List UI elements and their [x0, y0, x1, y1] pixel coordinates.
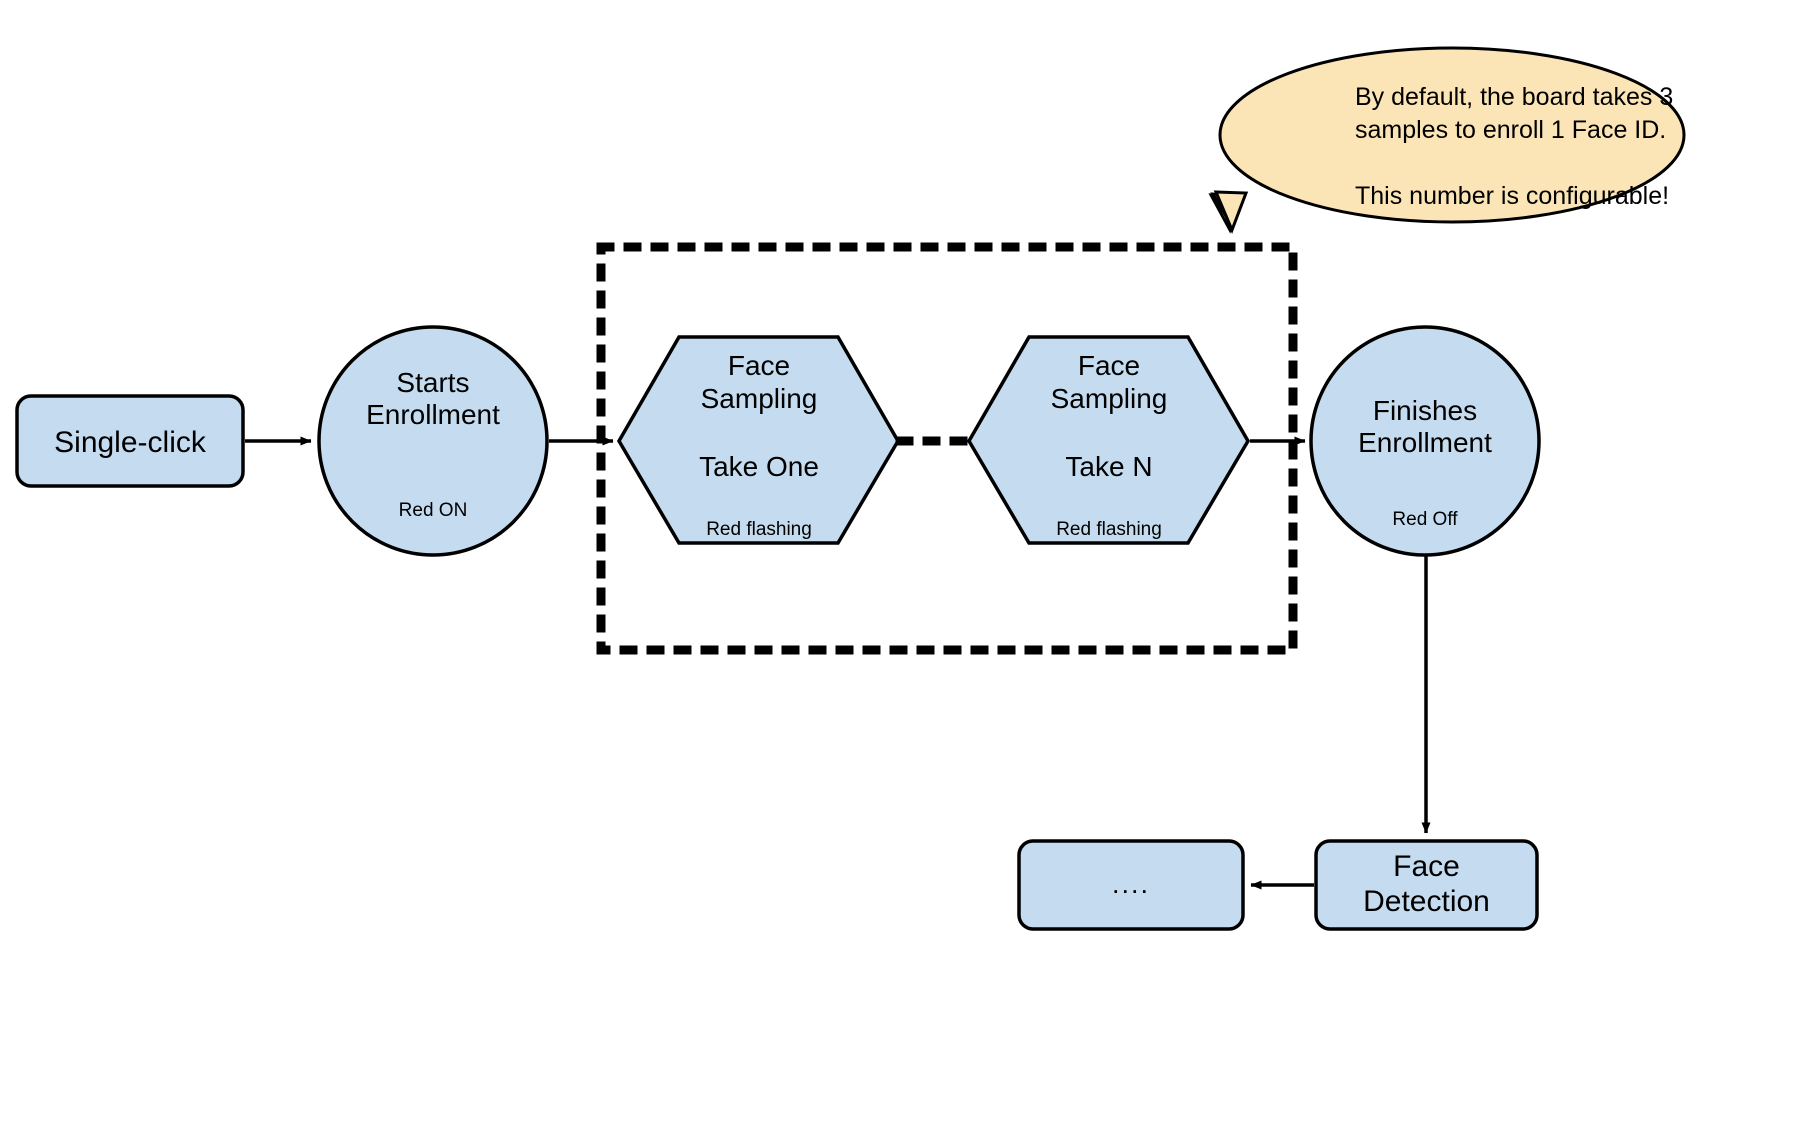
node-face-sampling-one[interactable]	[616, 335, 901, 545]
node-continuation[interactable]	[1017, 839, 1245, 931]
node-single-click[interactable]	[15, 394, 245, 488]
node-finishes-enrollment[interactable]	[1309, 325, 1541, 557]
node-face-detection[interactable]	[1314, 839, 1539, 931]
node-face-sampling-n[interactable]	[966, 335, 1251, 545]
callout-bubble	[1208, 46, 1686, 235]
sampling-group-border	[596, 242, 1298, 655]
node-starts-enrollment[interactable]	[317, 325, 549, 557]
